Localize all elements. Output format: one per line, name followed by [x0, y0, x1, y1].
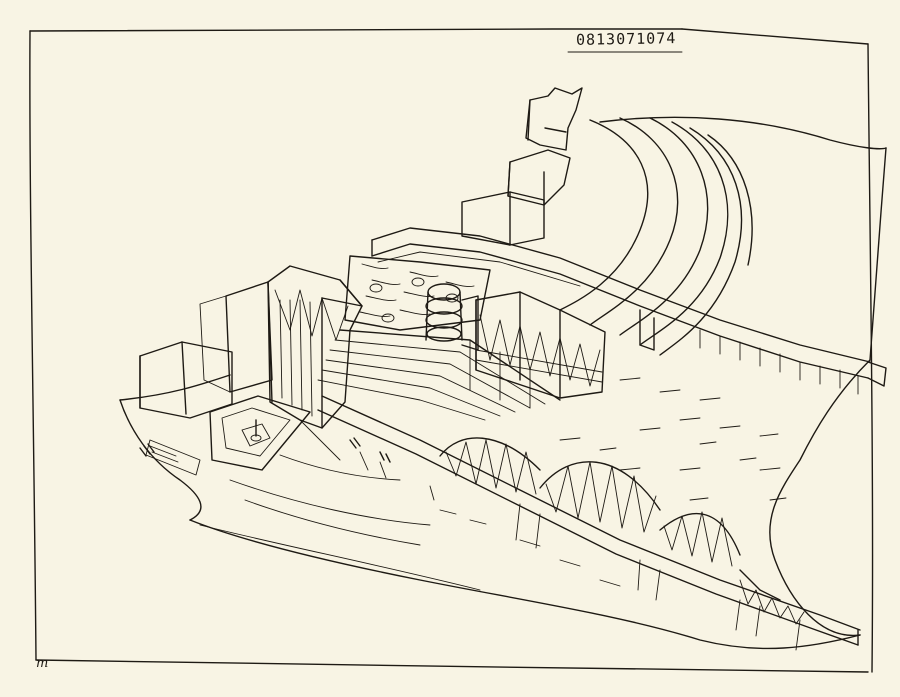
hatching-marks	[139, 437, 391, 463]
terrace-steps	[317, 329, 561, 421]
truss-bridge-arches	[439, 437, 805, 625]
curving-roadway	[559, 117, 753, 356]
elevated-highway	[371, 227, 887, 395]
left-buildings	[139, 281, 273, 419]
upper-buildings	[461, 87, 583, 246]
water-ripples	[439, 377, 787, 587]
plaza-grid	[344, 255, 491, 331]
sketch-frame	[29, 28, 874, 673]
pedestrian-bridge	[299, 395, 861, 651]
central-building	[475, 291, 606, 399]
garden-square	[145, 395, 311, 476]
river-banks	[119, 116, 887, 650]
